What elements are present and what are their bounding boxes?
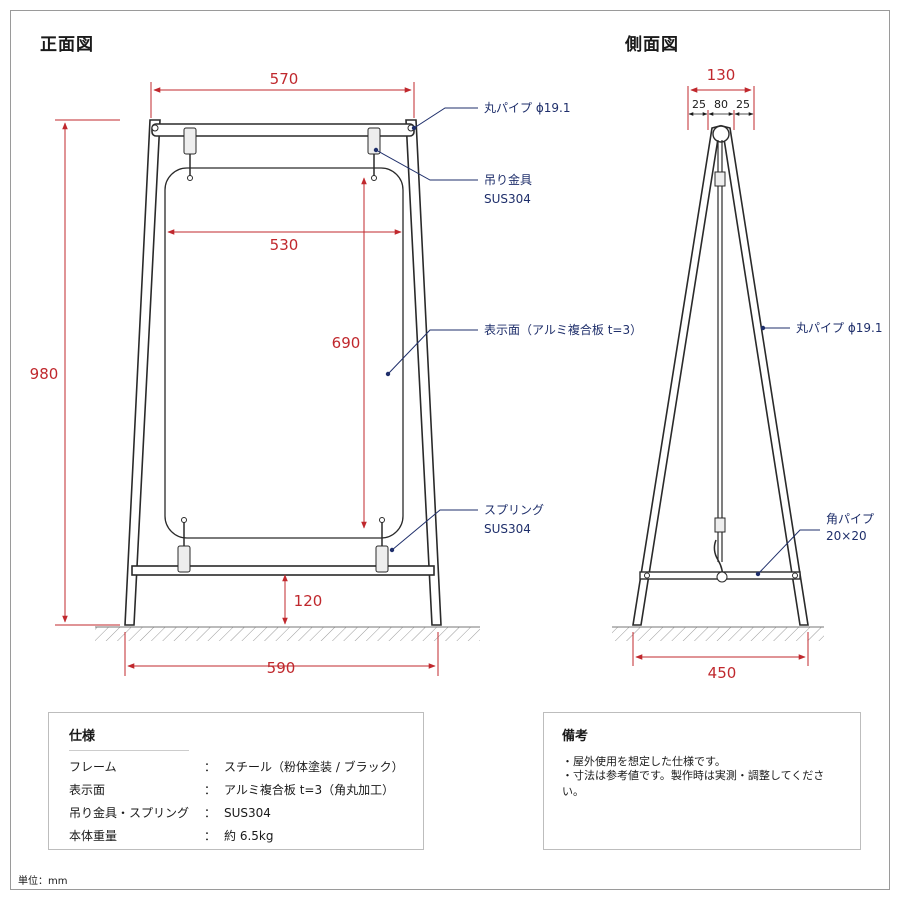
dim-text-80: 80 <box>714 98 728 111</box>
front-leaders <box>375 107 478 551</box>
front-top-hangers <box>183 127 381 181</box>
side-hanger-top <box>714 171 726 187</box>
dim-text-130: 130 <box>707 66 736 84</box>
label-hanger: 吊り金具 <box>484 172 532 187</box>
notes-title: 備考 <box>562 729 589 744</box>
spec-separator: ： <box>204 760 217 774</box>
spec-key: 本体重量 <box>69 829 118 843</box>
dim-text-690: 690 <box>332 334 361 352</box>
label-display: 表示面（アルミ複合板 t=3） <box>484 322 642 337</box>
spec-row: フレーム ： スチール（粉体塗装 / ブラック） <box>69 755 404 778</box>
side-view: 130 25 80 25 450 丸パイプ ϕ19.1 角パイプ 20×20 <box>612 66 882 682</box>
front-display-panel <box>164 167 404 539</box>
label-spring: スプリング <box>484 503 544 517</box>
leader-hanger <box>375 149 478 181</box>
side-frame <box>632 124 809 626</box>
notes-panel: 備考 ・屋外使用を想定した仕様です。 ・寸法は参考値です。製作時は実測・調整して… <box>543 712 861 850</box>
leader-spring <box>391 509 478 551</box>
front-view-title: 正面図 <box>40 35 94 55</box>
spec-separator: ： <box>204 806 217 820</box>
side-right-leg <box>721 124 809 626</box>
unit-label: 単位：mm <box>18 876 68 887</box>
dim-text-530: 530 <box>270 236 299 254</box>
side-left-leg <box>632 124 721 626</box>
spring-left-clamp <box>177 545 191 573</box>
label-hanger-material: SUS304 <box>484 192 531 206</box>
side-leaders <box>757 327 820 575</box>
front-view: 570 530 690 980 120 590 丸パイプ ϕ19.1 吊り金具 … <box>30 70 642 677</box>
spec-separator: ： <box>204 829 217 843</box>
side-top-joint <box>712 125 730 143</box>
dim-text-980: 980 <box>30 365 59 383</box>
note-item: ・屋外使用を想定した仕様です。 <box>562 755 726 768</box>
spec-title: 仕様 <box>69 729 96 744</box>
label-side-pipe: 丸パイプ ϕ19.1 <box>796 321 882 335</box>
side-ground-hatch <box>612 627 824 641</box>
side-dimensions <box>632 86 809 666</box>
spring-right-clamp <box>375 545 389 573</box>
spec-key: 表示面 <box>69 783 106 797</box>
front-dimensions <box>55 82 439 676</box>
spec-value: アルミ複合板 t=3（角丸加工） <box>224 783 395 797</box>
spec-row: 表示面 ： アルミ複合板 t=3（角丸加工） <box>69 778 403 801</box>
front-right-leg <box>405 119 442 626</box>
spec-value: スチール（粉体塗装 / ブラック） <box>224 760 404 774</box>
spec-separator: ： <box>204 783 217 797</box>
label-front-pipe: 丸パイプ ϕ19.1 <box>484 101 570 115</box>
dim-text-25-left: 25 <box>692 98 706 111</box>
front-springs <box>177 517 389 573</box>
side-bottom-hook <box>716 571 728 583</box>
label-square-pipe: 角パイプ <box>826 512 874 526</box>
spec-key: フレーム <box>69 760 117 774</box>
side-spring-clamp <box>714 517 726 533</box>
dim-text-450: 450 <box>708 664 737 682</box>
front-bottom-bar <box>131 565 435 576</box>
label-spring-material: SUS304 <box>484 522 531 536</box>
front-left-leg <box>124 119 161 626</box>
note-item: ・寸法は参考値です。製作時は実測・調整してください。 <box>562 769 825 798</box>
spec-row: 本体重量 ： 約 6.5kg <box>69 824 403 847</box>
spec-key: 吊り金具・スプリング <box>69 806 190 820</box>
label-square-pipe-size: 20×20 <box>826 529 867 543</box>
spec-divider <box>69 750 189 751</box>
spec-row: 吊り金具・スプリング ： SUS304 <box>69 801 403 824</box>
front-left-joint <box>151 124 159 132</box>
side-view-title: 側面図 <box>625 35 679 55</box>
spec-value: SUS304 <box>224 805 271 820</box>
front-frame <box>124 119 442 626</box>
leader-display <box>387 329 478 375</box>
front-ground-hatch <box>95 627 480 641</box>
spec-panel: 仕様 フレーム ： スチール（粉体塗装 / ブラック） 表示面 ： アルミ複合板… <box>48 712 424 850</box>
leader-pipe <box>413 107 478 129</box>
dim-text-590: 590 <box>267 659 296 677</box>
spec-value: 約 6.5kg <box>224 829 274 843</box>
dim-text-570: 570 <box>270 70 299 88</box>
sheet-border <box>10 10 890 890</box>
hanger-left <box>183 127 197 155</box>
dim-text-120: 120 <box>294 592 323 610</box>
dim-text-25-right: 25 <box>736 98 750 111</box>
leader-square-pipe <box>757 529 820 575</box>
